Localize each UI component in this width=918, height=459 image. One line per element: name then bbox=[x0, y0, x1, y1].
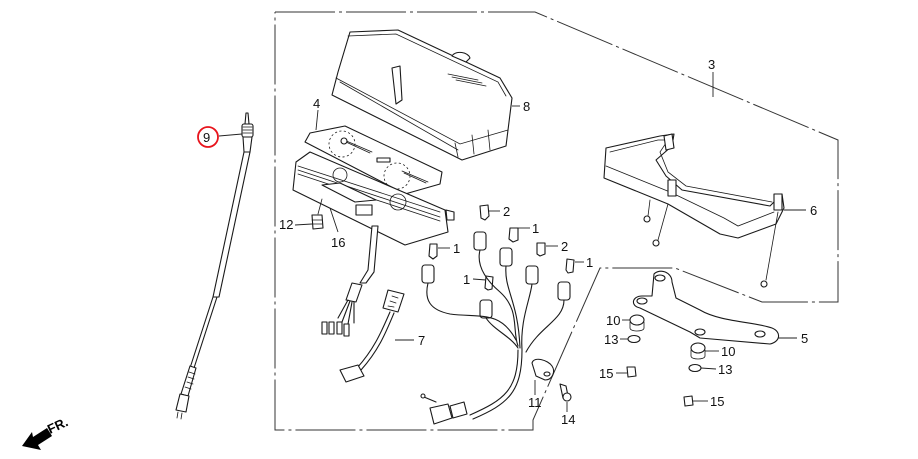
nut bbox=[626, 366, 637, 378]
meter-case[interactable] bbox=[603, 133, 785, 239]
callout-15b[interactable]: 15 bbox=[710, 394, 724, 409]
callout-1d[interactable]: 1 bbox=[586, 255, 593, 270]
callout-14[interactable]: 14 bbox=[561, 412, 575, 427]
callout-1b[interactable]: 1 bbox=[453, 241, 460, 256]
washer bbox=[688, 363, 702, 373]
meter-housing[interactable] bbox=[292, 151, 455, 284]
callout-11[interactable]: 11 bbox=[528, 395, 542, 410]
callout-7[interactable]: 7 bbox=[418, 333, 425, 348]
callout-13a[interactable]: 13 bbox=[604, 332, 618, 347]
leader-lines bbox=[218, 72, 806, 412]
main-harness[interactable] bbox=[420, 231, 571, 425]
bulb bbox=[565, 258, 575, 274]
front-direction-label: FR. bbox=[45, 414, 70, 436]
bulb bbox=[484, 275, 494, 291]
callout-5[interactable]: 5 bbox=[801, 331, 808, 346]
callout-10a[interactable]: 10 bbox=[606, 313, 620, 328]
speedometer-cable[interactable] bbox=[175, 112, 254, 420]
rubber-mount bbox=[690, 342, 706, 354]
callout-15a[interactable]: 15 bbox=[599, 366, 613, 381]
nut bbox=[683, 395, 694, 407]
bulb bbox=[508, 227, 519, 243]
callout-4[interactable]: 4 bbox=[313, 96, 320, 111]
screw[interactable] bbox=[559, 383, 572, 402]
sub-harness[interactable] bbox=[321, 282, 405, 383]
callout-2b[interactable]: 2 bbox=[561, 239, 568, 254]
case-screws[interactable] bbox=[643, 199, 779, 288]
bulb-socket[interactable] bbox=[311, 198, 324, 230]
front-direction-marker: FR. bbox=[22, 414, 70, 450]
meter-lens-cover[interactable] bbox=[331, 29, 513, 161]
assembly-frame bbox=[274, 11, 839, 431]
washer bbox=[627, 334, 641, 344]
front-direction-arrow-icon bbox=[22, 428, 52, 450]
bulbs[interactable] bbox=[428, 204, 575, 291]
meter-panel[interactable] bbox=[304, 125, 443, 195]
callouts: 9 4 8 3 6 12 16 2 1 2 1 1 1 7 11 14 5 10… bbox=[203, 57, 817, 427]
callout-3[interactable]: 3 bbox=[708, 57, 715, 72]
bulb bbox=[428, 243, 438, 260]
highlight-ring bbox=[197, 126, 219, 148]
callout-2a[interactable]: 2 bbox=[503, 204, 510, 219]
callout-12[interactable]: 12 bbox=[279, 217, 293, 232]
callout-8[interactable]: 8 bbox=[523, 99, 530, 114]
bulb bbox=[479, 204, 490, 221]
callout-9[interactable]: 9 bbox=[203, 130, 210, 145]
harness-clip[interactable] bbox=[531, 358, 555, 381]
bulb bbox=[536, 242, 546, 257]
callout-16[interactable]: 16 bbox=[331, 235, 345, 250]
callout-1c[interactable]: 1 bbox=[463, 272, 470, 287]
callout-13b[interactable]: 13 bbox=[718, 362, 732, 377]
callout-1a[interactable]: 1 bbox=[532, 221, 539, 236]
callout-10b[interactable]: 10 bbox=[721, 344, 735, 359]
rubber-mount bbox=[629, 314, 645, 326]
callout-6[interactable]: 6 bbox=[810, 203, 817, 218]
mounting-hardware[interactable] bbox=[626, 314, 706, 407]
meter-stay[interactable] bbox=[632, 270, 780, 345]
